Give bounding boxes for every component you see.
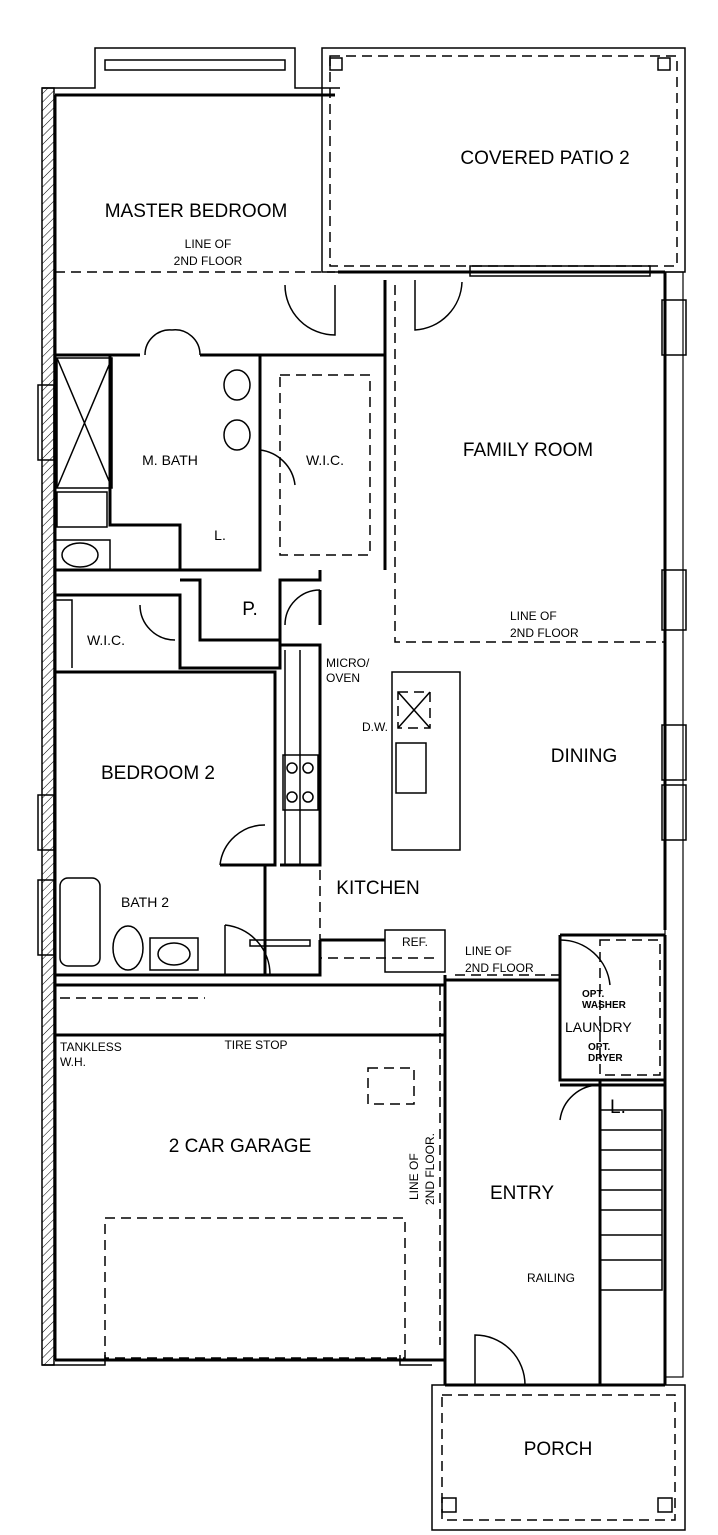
label-line-2nd-garage-2: 2ND FLOOR. bbox=[423, 1133, 437, 1205]
label-wic-bed2: W.I.C. bbox=[87, 632, 125, 648]
room-labels: MASTER BEDROOM LINE OF 2ND FLOOR COVERED… bbox=[60, 148, 632, 1460]
windows bbox=[37, 59, 687, 956]
label-family-room: FAMILY ROOM bbox=[463, 440, 593, 461]
label-porch: PORCH bbox=[524, 1439, 593, 1460]
label-opt-washer-1: OPT. bbox=[582, 989, 604, 1000]
exterior-walls bbox=[41, 47, 684, 1387]
label-dw: D.W. bbox=[362, 720, 388, 734]
label-dining: DINING bbox=[551, 746, 618, 767]
label-linen-master: L. bbox=[214, 527, 226, 543]
label-opt-washer-2: WASHER bbox=[582, 1000, 627, 1011]
label-line-2nd-garage-1: LINE OF bbox=[407, 1153, 421, 1200]
fixtures bbox=[56, 357, 663, 1291]
doors bbox=[139, 280, 611, 1386]
label-m-bath: M. BATH bbox=[142, 452, 198, 468]
label-micro-oven-2: OVEN bbox=[326, 671, 360, 685]
label-entry: ENTRY bbox=[490, 1183, 554, 1204]
covered-patio bbox=[321, 47, 686, 273]
porch bbox=[431, 1384, 686, 1531]
label-line-2nd-family-2: 2ND FLOOR bbox=[510, 626, 579, 640]
label-bath2: BATH 2 bbox=[121, 894, 169, 910]
label-line-2nd-master-2: 2ND FLOOR bbox=[174, 254, 243, 268]
label-master-bedroom: MASTER BEDROOM bbox=[105, 201, 288, 222]
label-ref: REF. bbox=[402, 935, 428, 949]
label-kitchen: KITCHEN bbox=[336, 878, 419, 899]
label-linen-entry: L. bbox=[610, 1097, 626, 1118]
label-opt-dryer-1: OPT. bbox=[588, 1042, 610, 1053]
label-tankless-2: W.H. bbox=[60, 1055, 86, 1069]
label-wic-master: W.I.C. bbox=[306, 452, 344, 468]
second-floor-lines bbox=[55, 271, 665, 1359]
label-tire-stop: TIRE STOP bbox=[224, 1038, 287, 1052]
label-bedroom2: BEDROOM 2 bbox=[101, 763, 215, 784]
label-micro-oven-1: MICRO/ bbox=[326, 656, 370, 670]
label-line-2nd-kitchen-1: LINE OF bbox=[465, 944, 512, 958]
label-railing: RAILING bbox=[527, 1271, 575, 1285]
label-line-2nd-family-1: LINE OF bbox=[510, 609, 557, 623]
label-laundry: LAUNDRY bbox=[565, 1019, 632, 1035]
label-covered-patio: COVERED PATIO 2 bbox=[460, 148, 629, 169]
label-pantry: P. bbox=[242, 599, 258, 620]
label-tankless-1: TANKLESS bbox=[60, 1040, 122, 1054]
label-line-2nd-kitchen-2: 2ND FLOOR bbox=[465, 961, 534, 975]
label-line-2nd-master-1: LINE OF bbox=[185, 237, 232, 251]
label-garage: 2 CAR GARAGE bbox=[169, 1136, 312, 1157]
label-opt-dryer-2: DRYER bbox=[588, 1053, 623, 1064]
